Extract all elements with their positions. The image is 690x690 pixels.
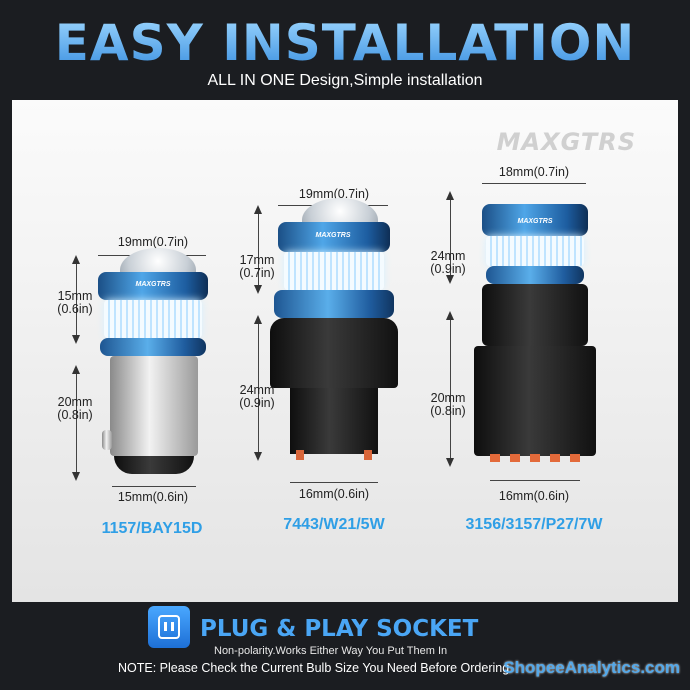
page-subtitle: ALL IN ONE Design,Simple installation [207, 72, 483, 89]
brand-logo: MAXGTRS [496, 128, 636, 156]
bulb2-base-height: 24mm (0.9in) [239, 383, 275, 410]
bulb3-top-width: 18mm(0.7in) [498, 165, 570, 179]
page-title: EASY INSTALLATION [0, 14, 690, 72]
bulb2-led-height: 17mm (0.7in) [239, 253, 275, 280]
bulb3-led-height: 24mm (0.9in) [430, 249, 466, 276]
bulb1-top-width: 19mm(0.7in) [117, 235, 189, 249]
footer-subtitle: Non-polarity.Works Either Way You Put Th… [214, 645, 448, 657]
watermark: ShopeeAnalytics.com [503, 658, 680, 677]
bulb2-top-width: 19mm(0.7in) [298, 187, 370, 201]
bulb1-bottom-width: 15mm(0.6in) [117, 490, 189, 504]
bulb1-model: 1157/BAY15D [101, 520, 203, 537]
bulb3-cap-label: MAXGTRS [517, 218, 553, 225]
bulb1-cap-label: MAXGTRS [135, 281, 171, 288]
bulb2-bottom-width: 16mm(0.6in) [298, 487, 370, 501]
bulb3-base-height: 20mm (0.8in) [430, 391, 466, 418]
footer-note: NOTE: Please Check the Current Bulb Size… [118, 661, 510, 675]
footer-title: PLUG & PLAY SOCKET [200, 616, 479, 642]
plug-socket-icon [148, 606, 190, 648]
bulb3-bottom-width: 16mm(0.6in) [498, 489, 570, 503]
bulb1-base-height: 20mm (0.8in) [57, 395, 93, 422]
bulb2-model: 7443/W21/5W [283, 516, 385, 533]
bulb3-model: 3156/3157/P27/7W [465, 516, 603, 533]
bulb1-led-height: 15mm (0.6in) [57, 289, 93, 316]
bulb2-cap-label: MAXGTRS [315, 232, 351, 239]
product-panel: MAXGTRS 19mm(0.7in) MAXGTRS 15mm (0.6in)… [12, 100, 678, 602]
